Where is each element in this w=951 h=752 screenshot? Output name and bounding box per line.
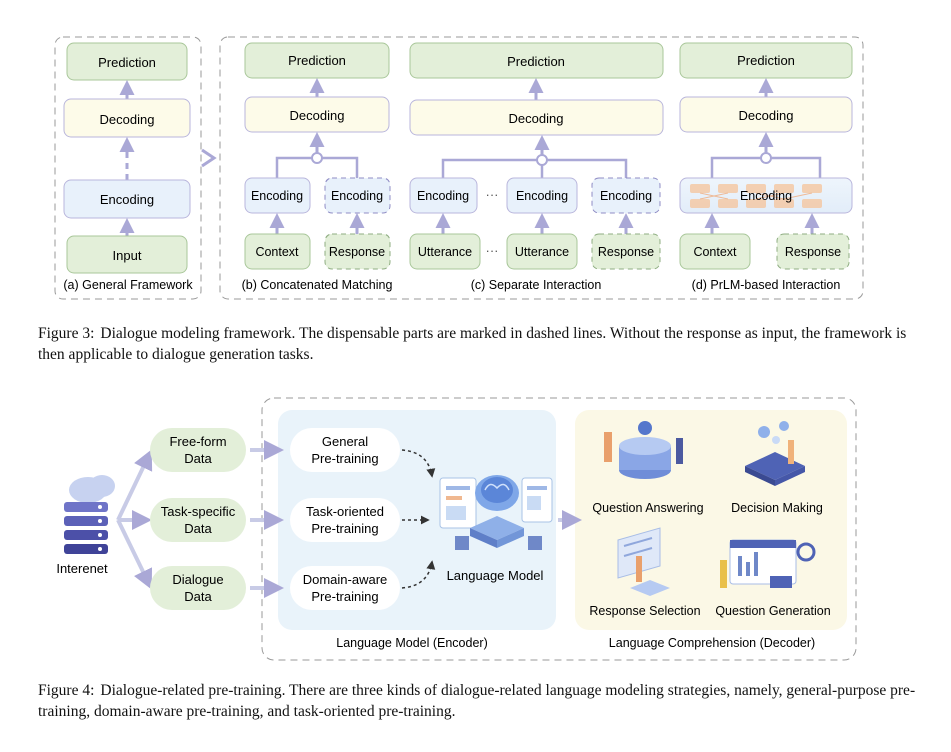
svg-text:···: ··· bbox=[486, 243, 499, 258]
task-oriented-line1: Task-oriented bbox=[306, 504, 384, 519]
c-utterance-label-1: Utterance bbox=[418, 245, 472, 259]
question-answering-illustration bbox=[604, 421, 683, 479]
dialogue-line2: Data bbox=[184, 589, 212, 604]
c-response-label: Response bbox=[598, 245, 654, 259]
panel-b: Prediction Decoding Encoding Encoding Co… bbox=[242, 42, 393, 292]
general-line1: General bbox=[322, 434, 368, 449]
dialogue-line1: Dialogue bbox=[172, 572, 223, 587]
free-form-line1: Free-form bbox=[169, 434, 226, 449]
b-encoding-label-2: Encoding bbox=[331, 189, 383, 203]
c-encoding-label-2: Encoding bbox=[516, 189, 568, 203]
task-specific-line2: Data bbox=[184, 521, 212, 536]
a-input-label: Input bbox=[113, 248, 142, 263]
d-decoding-label: Decoding bbox=[739, 108, 794, 123]
c-decoding-label: Decoding bbox=[509, 111, 564, 126]
language-model-label: Language Model bbox=[447, 568, 544, 583]
a-decoding-label: Decoding bbox=[100, 112, 155, 127]
b-response-label: Response bbox=[329, 245, 385, 259]
data-pill-task-specific: Task-specific Data bbox=[150, 498, 246, 542]
d-response-label: Response bbox=[785, 245, 841, 259]
task-question-generation: Question Generation bbox=[715, 604, 830, 618]
domain-aware-line1: Domain-aware bbox=[303, 572, 388, 587]
task-question-answering: Question Answering bbox=[592, 501, 703, 515]
figure-3-caption-label: Figure 3: bbox=[38, 325, 95, 342]
panel-c-label: (c) Separate Interaction bbox=[471, 278, 602, 292]
d-encoding-label: Encoding bbox=[740, 189, 792, 203]
a-encoding-label: Encoding bbox=[100, 192, 154, 207]
question-generation-illustration bbox=[720, 539, 816, 588]
svg-text:···: ··· bbox=[486, 187, 499, 202]
panel-d: Prediction Decoding Encodi bbox=[679, 42, 853, 292]
pretraining-general: General Pre-training bbox=[290, 428, 400, 472]
internet-icon bbox=[64, 475, 115, 554]
figure-3-caption-text: Dialogue modeling framework. The dispens… bbox=[38, 325, 907, 363]
free-form-line2: Data bbox=[184, 451, 212, 466]
panel-a-frame bbox=[54, 36, 202, 300]
panel-a: Prediction Decoding Encoding Input (a) G… bbox=[63, 42, 193, 292]
pretraining-domain-aware: Domain-aware Pre-training bbox=[290, 566, 400, 610]
b-prediction-label: Prediction bbox=[288, 53, 346, 68]
figure-4: Interenet Free-form Data Task-specific D… bbox=[56, 397, 857, 661]
data-pill-dialogue: Dialogue Data bbox=[150, 566, 246, 610]
panel-d-label: (d) PrLM-based Interaction bbox=[692, 278, 841, 292]
response-selection-illustration bbox=[617, 527, 670, 596]
figure-4-caption-label: Figure 4: bbox=[38, 682, 95, 699]
panel-chevron bbox=[201, 148, 217, 168]
task-oriented-line2: Pre-training bbox=[311, 521, 378, 536]
pretraining-task-oriented: Task-oriented Pre-training bbox=[290, 498, 400, 542]
decoder-label: Language Comprehension (Decoder) bbox=[609, 636, 815, 650]
encoder-label: Language Model (Encoder) bbox=[336, 636, 488, 650]
attention-pattern bbox=[690, 184, 822, 208]
a-input-box bbox=[66, 235, 188, 274]
language-model-illustration bbox=[439, 475, 553, 550]
task-specific-line1: Task-specific bbox=[161, 504, 236, 519]
c-prediction-label: Prediction bbox=[507, 54, 565, 69]
d-context-label: Context bbox=[693, 245, 737, 259]
domain-aware-line2: Pre-training bbox=[311, 589, 378, 604]
figure-3-caption: Figure 3:Dialogue modeling framework. Th… bbox=[38, 323, 918, 365]
data-pill-free-form: Free-form Data bbox=[150, 428, 246, 472]
a-prediction-label: Prediction bbox=[98, 55, 156, 70]
decision-making-illustration bbox=[745, 421, 805, 486]
c-utterance-label-2: Utterance bbox=[515, 245, 569, 259]
panel-b-label: (b) Concatenated Matching bbox=[242, 278, 393, 292]
internet-label: Interenet bbox=[56, 561, 108, 576]
figure-3: Prediction Decoding Encoding Input (a) G… bbox=[54, 36, 864, 300]
c-encoding-label-1: Encoding bbox=[417, 189, 469, 203]
panel-c: Prediction Decoding Encoding ··· Encodin… bbox=[409, 42, 664, 292]
panel-bcd-frame bbox=[219, 36, 864, 300]
panel-a-label: (a) General Framework bbox=[63, 278, 193, 292]
decoder-panel bbox=[575, 410, 847, 630]
general-line2: Pre-training bbox=[311, 451, 378, 466]
c-encoding-label-3: Encoding bbox=[600, 189, 652, 203]
d-prediction-label: Prediction bbox=[737, 53, 795, 68]
task-response-selection: Response Selection bbox=[589, 604, 700, 618]
b-decoding-label: Decoding bbox=[290, 108, 345, 123]
task-decision-making: Decision Making bbox=[731, 501, 823, 515]
figure-4-caption-text: Dialogue-related pre-training. There are… bbox=[38, 682, 916, 720]
b-encoding-label-1: Encoding bbox=[251, 189, 303, 203]
b-context-label: Context bbox=[255, 245, 299, 259]
fig4-frame bbox=[261, 397, 857, 661]
figure-4-caption: Figure 4:Dialogue-related pre-training. … bbox=[38, 680, 918, 722]
